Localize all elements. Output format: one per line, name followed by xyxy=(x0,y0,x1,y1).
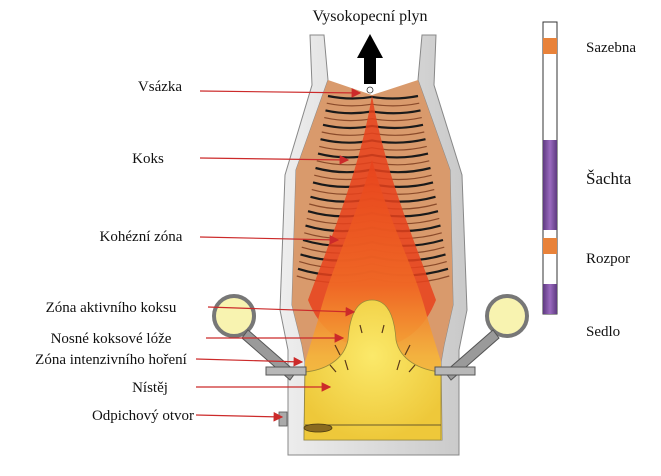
tap-fitting xyxy=(279,412,287,426)
tap-hole xyxy=(304,424,332,432)
gas-outlet-arrow xyxy=(357,34,383,93)
scale-segment-rozpor xyxy=(543,238,557,254)
left-label: Odpichový otvor xyxy=(92,408,194,424)
right-label: Šachta xyxy=(586,169,632,188)
label-pointer-arrow xyxy=(196,359,302,362)
right-label: Sedlo xyxy=(586,324,620,340)
label-pointer-arrow xyxy=(196,415,282,417)
right-label: Sazebna xyxy=(586,40,636,56)
furnace-height-scale xyxy=(543,22,557,314)
gas-label: Vysokopecní plyn xyxy=(312,8,427,25)
left-label: Koks xyxy=(132,151,164,167)
scale-segment-sedlo xyxy=(543,284,557,314)
left-label: Nístěj xyxy=(132,380,168,396)
left-label: Zóna aktivního koksu xyxy=(46,300,177,316)
scale-segment-sazebna xyxy=(543,38,557,54)
furnace-interior xyxy=(292,80,453,440)
left-label: Zóna intenzivního hoření xyxy=(35,352,187,368)
scale-segment-sachta xyxy=(543,140,557,230)
left-label: Vsázka xyxy=(138,79,182,95)
left-label: Nosné koksové lóže xyxy=(51,331,172,347)
right-label: Rozpor xyxy=(586,251,630,267)
left-label: Kohézní zóna xyxy=(100,229,183,245)
